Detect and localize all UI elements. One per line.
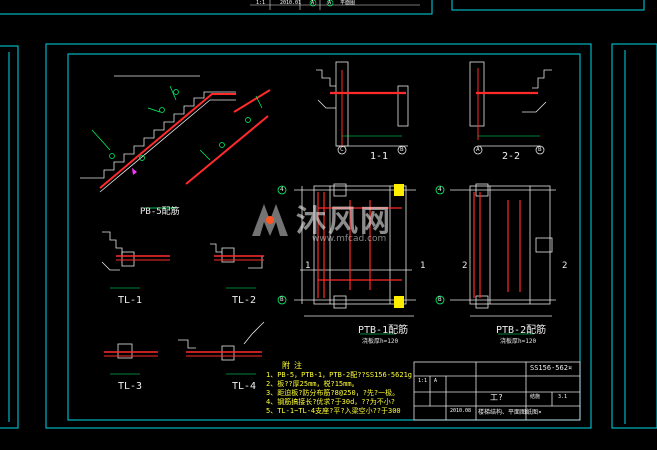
watermark-url: www.mfcad.com xyxy=(312,234,387,244)
sheet-border xyxy=(0,0,657,429)
notes-heading: 附注 xyxy=(282,361,306,370)
title-block-drawing-title: 楼梯结构、平面图纸图¤ xyxy=(478,409,542,416)
tl2-label: TL-2 xyxy=(232,295,257,306)
note-line-5: 5、TL-1~TL-4支座?平?入梁空小??于300 xyxy=(266,407,401,415)
ptb2-subtitle: 浇板厚h=120 xyxy=(500,338,537,345)
title-block-sheet: 3.1 xyxy=(558,394,568,400)
ptb2-cut-mark-left: 2 xyxy=(462,261,468,271)
tl3-detail xyxy=(104,343,158,375)
section-2-2-label: 2-2 xyxy=(502,151,521,162)
tl1-detail xyxy=(101,231,170,289)
section-1-1 xyxy=(316,61,409,155)
tl3-label: TL-3 xyxy=(118,381,143,392)
ptb2-plan xyxy=(435,183,556,335)
ptb1-cut-mark-right: 1 xyxy=(420,261,426,271)
title-block xyxy=(413,361,581,421)
pb5-title: PB-5配筋 xyxy=(140,207,180,217)
section-1-1-axis-c: C xyxy=(340,146,344,153)
ptb2-title: PTB-2配筋 xyxy=(496,325,547,336)
ptb1-axis-b: B xyxy=(280,296,284,303)
title-block-date: 2010.08 xyxy=(450,408,472,414)
section-2-2-axis-a: A xyxy=(476,146,480,153)
tl4-detail xyxy=(178,321,265,375)
title-block-scale: 1:1 xyxy=(418,378,428,384)
watermark: 沐风网 www.mfcad.com xyxy=(246,196,406,252)
note-line-3: 3、距迫板?防分布筋?8@250，?先?一极。 xyxy=(266,389,400,397)
ptb1-axis-4: 4 xyxy=(280,186,284,193)
top-strip-table xyxy=(250,0,420,10)
section-2-2-axis-b: B xyxy=(538,146,542,153)
title-block-project-label: 工? xyxy=(490,393,503,402)
section-2-2 xyxy=(469,61,552,155)
ptb2-axis-b: B xyxy=(438,296,442,303)
section-1-1-label: 1-1 xyxy=(370,151,389,162)
note-line-4: 4、钢筋搞接长?优求?于30d，??为不小? xyxy=(266,398,395,406)
top-strip-cell-1: 1:1 xyxy=(256,0,266,6)
title-block-cell-b: 结施 xyxy=(530,394,541,400)
tl4-label: TL-4 xyxy=(232,381,257,392)
note-line-1: 1、PB-5，PTB-1，PTB-2配??SS156-5621g xyxy=(266,371,413,379)
ptb1-cut-mark-left: 1 xyxy=(305,261,311,271)
top-strip-title: 平面图 xyxy=(340,0,356,6)
tl2-detail xyxy=(210,243,264,289)
watermark-text: 沐风网 xyxy=(296,204,392,239)
title-block-cell-a: A xyxy=(434,378,438,384)
tl1-label: TL-1 xyxy=(118,295,143,306)
pb5-stair-detail xyxy=(80,75,271,209)
ptb1-subtitle: 浇板厚h=120 xyxy=(362,338,399,345)
section-1-1-axis-b: B xyxy=(400,146,404,153)
note-line-2: 2、板??厚25mm，棁?15mm。 xyxy=(266,380,359,388)
ptb1-plan xyxy=(277,183,416,335)
watermark-logo-icon xyxy=(252,204,288,236)
top-strip-cell-2: 2010.01 xyxy=(280,0,302,6)
title-block-drawing-number: SS156-562¤ xyxy=(530,364,573,372)
top-strip-cell-4: A xyxy=(328,0,332,6)
ptb2-cut-mark-right: 2 xyxy=(562,261,568,271)
ptb1-title: PTB-1配筋 xyxy=(358,325,409,336)
ptb2-axis-4: 4 xyxy=(438,186,442,193)
top-strip-cell-3: A xyxy=(311,0,315,6)
